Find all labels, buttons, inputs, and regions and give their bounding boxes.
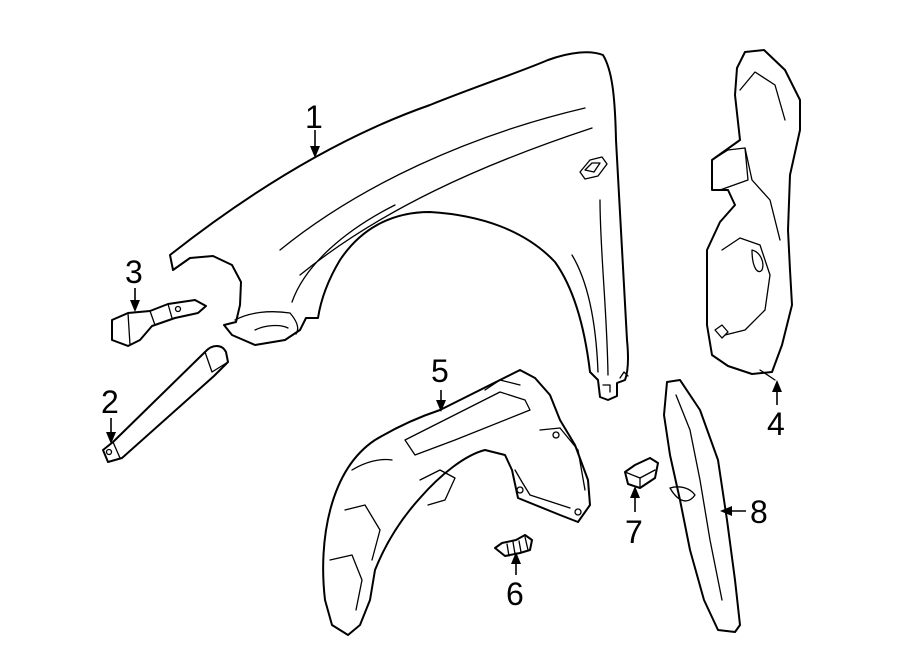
callout-6: 6	[506, 576, 524, 612]
callout-7: 7	[625, 514, 643, 550]
callout-2: 2	[101, 384, 119, 420]
fender-molding-part[interactable]	[663, 379, 741, 633]
leader-3	[130, 288, 140, 312]
fender-brace-part[interactable]	[102, 345, 229, 463]
push-clip-part[interactable]	[624, 457, 659, 489]
side-panel-part[interactable]	[706, 49, 801, 381]
fender-liner-part[interactable]	[322, 369, 591, 636]
callout-8: 8	[750, 494, 768, 530]
leader-1	[310, 130, 320, 158]
callout-5: 5	[431, 353, 449, 389]
callout-4: 4	[767, 406, 785, 442]
callout-1: 1	[305, 99, 323, 135]
leader-2	[106, 418, 116, 444]
leader-4	[772, 380, 782, 405]
fender-bracket-part[interactable]	[111, 299, 207, 347]
callout-3: 3	[125, 254, 143, 290]
leader-8	[720, 506, 746, 516]
screw-part[interactable]	[494, 534, 533, 557]
leader-7	[630, 486, 640, 512]
fender-part[interactable]	[169, 51, 630, 401]
leader-5	[436, 390, 446, 412]
leader-6	[511, 552, 521, 575]
